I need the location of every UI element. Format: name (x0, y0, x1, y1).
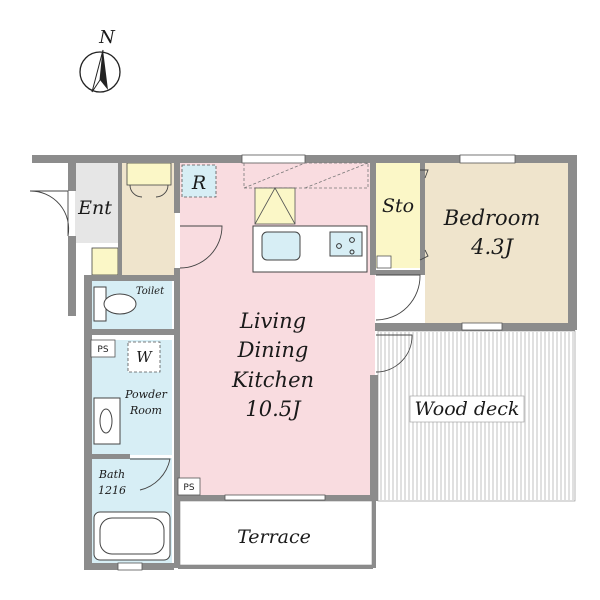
fridge-box (181, 164, 217, 198)
fridge-label: R (191, 172, 206, 194)
bath-label-line1: Bath (98, 468, 125, 481)
pipe-space-label-2: PS (183, 483, 194, 493)
storage-label: Sto (382, 195, 414, 217)
bedroom-floor (425, 163, 568, 325)
pipe-space-box-2 (177, 477, 201, 496)
storage-box (376, 255, 392, 269)
powder-room-label-line1: Powder (124, 388, 168, 401)
terrace-floor (179, 500, 373, 566)
entrance-label: Ent (77, 197, 112, 219)
powder-room-label-line2: Room (129, 404, 162, 417)
toilet-label: Toilet (136, 286, 165, 297)
bedroom-size-label: 4.3J (470, 235, 514, 259)
pipe-space-box-1 (90, 339, 116, 358)
doors (29, 169, 429, 491)
toilet-fixture (93, 286, 137, 322)
cooktop (329, 231, 363, 257)
windows (117, 154, 516, 571)
upper-cabinets (243, 162, 369, 189)
fridge-space (254, 187, 296, 225)
entrance-floor (75, 163, 120, 243)
ldk-label-line3: Kitchen (231, 368, 314, 392)
pipe-space-label-1: PS (97, 345, 108, 355)
entrance-step (91, 247, 119, 276)
bath-label-line2: 1216 (98, 484, 126, 497)
washer-box (127, 341, 161, 373)
north-arrow-icon (79, 49, 121, 93)
ldk-label-line1: Living (239, 309, 306, 333)
ldk-size-label: 10.5J (245, 397, 302, 421)
washer-label: W (136, 348, 153, 366)
bedroom-name-label: Bedroom (443, 206, 541, 230)
compass-label: N (98, 27, 116, 48)
ldk-label-line2: Dining (237, 338, 309, 362)
shoe-closet (126, 162, 172, 186)
storage-floor (375, 163, 423, 268)
terrace-label: Terrace (237, 526, 311, 548)
bathtub (93, 511, 171, 561)
washbasin (93, 397, 121, 445)
wood-deck-label: Wood deck (415, 398, 520, 420)
wood-deck-planks (380, 332, 574, 500)
kitchen-sink (261, 231, 301, 261)
